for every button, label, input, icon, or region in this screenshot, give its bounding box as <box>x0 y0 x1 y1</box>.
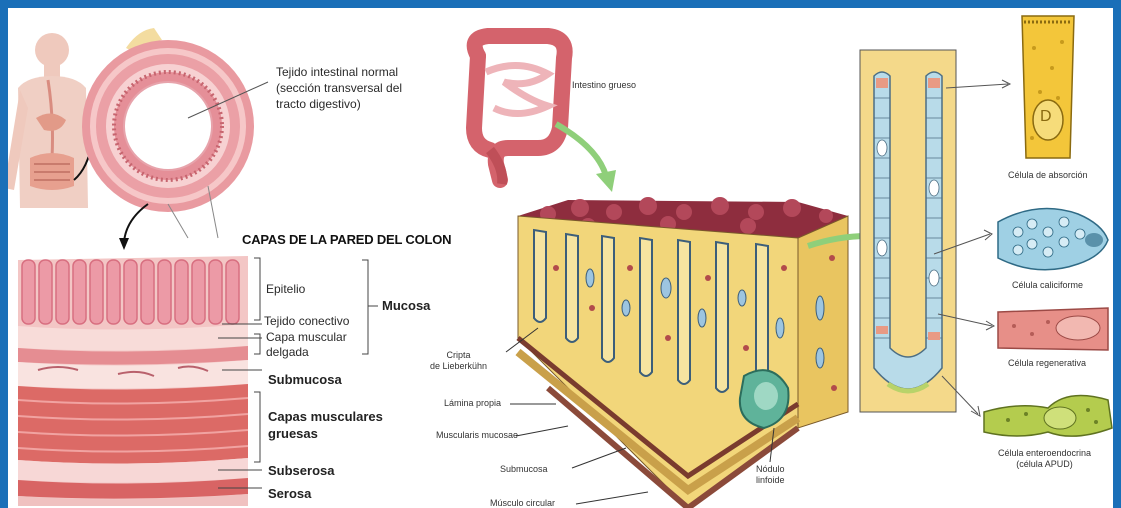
normal-tissue-label: Tejido intestinal normal (sección transv… <box>276 64 402 112</box>
arrow-ring-to-wall <box>124 204 148 242</box>
label-celula-caliciforme: Célula caliciforme <box>1012 280 1083 290</box>
label-cripta-lieberkuhn: Cripta de Lieberkühn <box>430 350 487 372</box>
label-epitelio: Epitelio <box>266 282 305 296</box>
label-cripta-line-1: Cripta <box>430 350 487 361</box>
label-nodulo-line-2: linfoide <box>756 475 785 486</box>
label-serosa: Serosa <box>268 486 311 501</box>
tissue-block-3d <box>518 197 848 508</box>
label-capas-musculares: Capas musculares gruesas <box>268 408 383 442</box>
label-submucosa: Submucosa <box>268 372 342 387</box>
human-silhouette <box>8 33 88 208</box>
label-capa-muscular-line-1: Capa muscular <box>266 330 347 345</box>
arrow-intestine-to-block <box>556 124 606 176</box>
intestine-cross-section <box>82 28 254 212</box>
label-subserosa: Subserosa <box>268 463 334 478</box>
label-enteroendocrina-line-1: Célula enteroendocrina <box>998 448 1091 459</box>
label-musculo-circular: Músculo circular <box>490 498 555 508</box>
normal-tissue-label-line-2: (sección transversal del <box>276 80 402 96</box>
nucleus-letter: D <box>1040 108 1052 126</box>
crypt-detail <box>860 50 956 412</box>
label-celula-absorcion: Célula de absorción <box>1008 170 1088 180</box>
label-cripta-line-2: de Lieberkühn <box>430 361 487 372</box>
label-capas-musculares-line-2: gruesas <box>268 425 383 442</box>
diagram-canvas: Tejido intestinal normal (sección transv… <box>8 8 1113 508</box>
label-capas-musculares-line-1: Capas musculares <box>268 408 383 425</box>
label-celula-regenerativa: Célula regenerativa <box>1008 358 1086 368</box>
normal-tissue-label-line-3: tracto digestivo) <box>276 96 402 112</box>
illustration <box>8 8 1113 508</box>
label-muscularis-mucosae: Muscularis mucosae <box>436 430 518 440</box>
label-tejido-conectivo: Tejido conectivo <box>264 314 349 328</box>
label-enteroendocrina-line-2: (célula APUD) <box>998 459 1091 470</box>
colon-wall-title: CAPAS DE LA PARED DEL COLON <box>242 232 451 247</box>
label-nodulo-linfoide: Nódulo linfoide <box>756 464 785 486</box>
label-intestino-grueso: Intestino grueso <box>572 80 636 90</box>
label-capa-muscular-line-2: delgada <box>266 345 347 360</box>
regenerative-cell <box>998 308 1108 350</box>
label-submucosa-block: Submucosa <box>500 464 548 474</box>
colon-wall-layers <box>18 256 248 506</box>
normal-tissue-label-line-1: Tejido intestinal normal <box>276 64 402 80</box>
label-celula-enteroendocrina: Célula enteroendocrina (célula APUD) <box>998 448 1091 470</box>
label-nodulo-line-1: Nódulo <box>756 464 785 475</box>
enteroendocrine-cell <box>984 396 1112 437</box>
goblet-cell <box>998 209 1108 270</box>
label-capa-muscular-delgada: Capa muscular delgada <box>266 330 347 360</box>
large-intestine-illustration <box>474 36 565 184</box>
absorptive-cell <box>1022 16 1074 158</box>
label-lamina-propia: Lámina propia <box>444 398 501 408</box>
label-mucosa: Mucosa <box>382 298 430 313</box>
